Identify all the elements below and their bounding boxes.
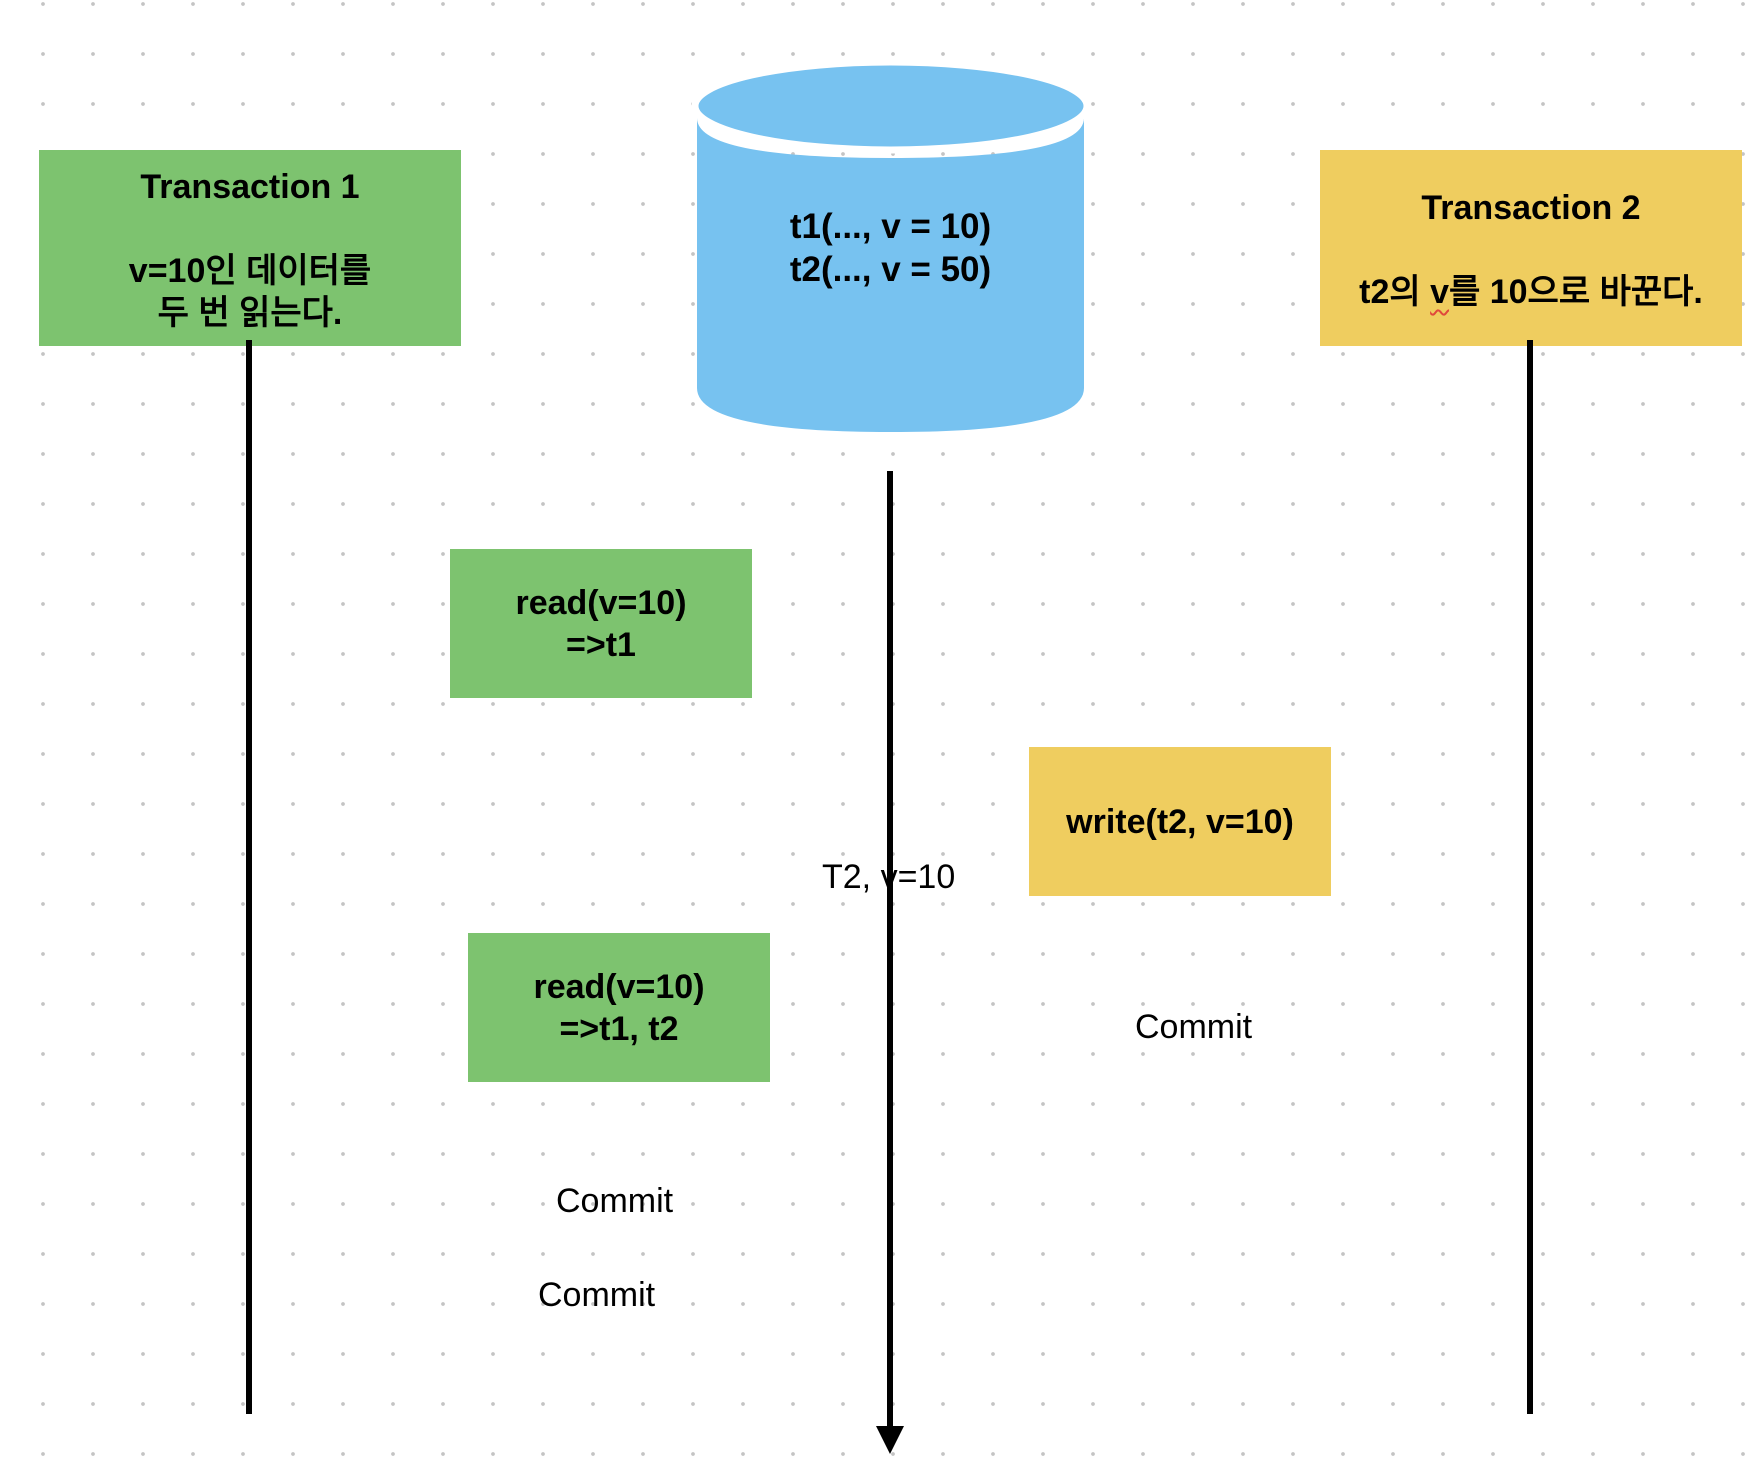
transaction-1-description: v=10인 데이터를 두 번 읽는다.	[128, 252, 372, 332]
transaction-2-commit-label[interactable]: Commit	[1135, 1008, 1253, 1046]
spellcheck-flagged-word: v	[1430, 273, 1450, 311]
database-top	[691, 58, 1091, 154]
transaction-1-box[interactable]: Transaction 1 v=10인 데이터를 두 번 읽는다.	[39, 150, 461, 346]
read-step-1-label: read(v=10) =>t1	[515, 583, 687, 664]
transaction-2-title: Transaction 2	[1421, 189, 1641, 227]
transaction-2-box[interactable]: Transaction 2 t2의 v를 10으로 바꾼다.	[1320, 150, 1742, 346]
transaction-1-commit-label-duplicate[interactable]: Commit	[538, 1276, 656, 1314]
database-rows: t1(..., v = 10) t2(..., v = 50)	[789, 207, 992, 289]
write-step-box[interactable]: write(t2, v=10)	[1029, 747, 1331, 896]
database-timeline-arrow[interactable]	[887, 471, 893, 1431]
read-step-2-box[interactable]: read(v=10) =>t1, t2	[468, 933, 770, 1082]
read-step-2-label: read(v=10) =>t1, t2	[533, 967, 705, 1048]
database-body	[697, 118, 1084, 432]
db-state-label[interactable]: T2, v=10	[822, 858, 956, 896]
database-cylinder-icon[interactable]	[690, 58, 1092, 440]
write-step-label: write(t2, v=10)	[1066, 802, 1294, 841]
transaction-1-text: Transaction 1 v=10인 데이터를 두 번 읽는다.	[129, 124, 371, 376]
arrow-down-icon	[876, 1426, 904, 1454]
transaction-2-description: t2의 v를 10으로 바꾼다.	[1359, 271, 1703, 313]
read-step-1-box[interactable]: read(v=10) =>t1	[450, 549, 752, 698]
transaction-2-lifeline[interactable]	[1527, 340, 1533, 1414]
transaction-1-title: Transaction 1	[140, 168, 360, 206]
transaction-2-text: Transaction 2 t2의 v를 10으로 바꾼다.	[1359, 145, 1703, 355]
transaction-1-lifeline[interactable]	[246, 340, 252, 1414]
transaction-2-desc-suffix: 를 10으로 바꾼다.	[1449, 273, 1703, 311]
transaction-2-desc-prefix: t2의	[1359, 273, 1431, 311]
transaction-1-commit-label[interactable]: Commit	[556, 1182, 674, 1220]
